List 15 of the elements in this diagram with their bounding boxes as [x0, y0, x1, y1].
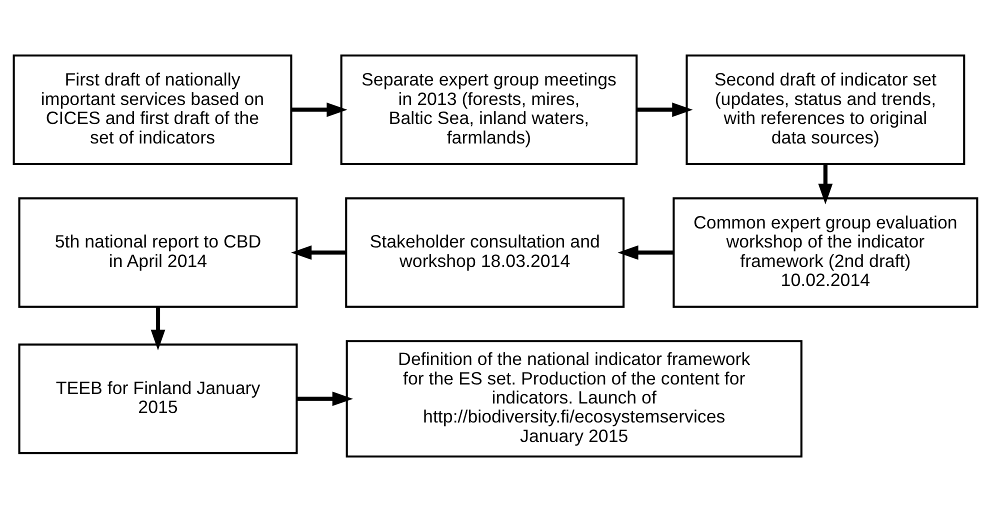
arrow: [292, 102, 348, 116]
arrow: [636, 102, 693, 116]
node-box: Separate expert group meetings in 2013 (forests, mires, Baltic Sea, inland waters, farmlands): [340, 54, 638, 165]
arrow: [818, 164, 833, 204]
node-box: 5th national report to CBD in April 2014: [18, 196, 298, 308]
arrow: [150, 306, 166, 350]
node-box: First draft of nationally important services based on CICES and first draft of the set of indicators: [12, 54, 292, 165]
node-box: TEEB for Finland January 2015: [18, 343, 298, 454]
node-box: Definition of the national indicator framework for the ES set. Production of the content for indicators. Launch of http://biodiversity.fi/ecosystemservices January 2015: [346, 340, 802, 458]
arrow: [296, 391, 354, 406]
node-box: Second draft of indicator set (updates, status and trends, with references to original data sources): [686, 54, 966, 165]
arrow: [618, 244, 674, 260]
node-box: Common expert group evaluation workshop of the indicator framework (2nd draft) 10.02.2014: [672, 196, 978, 308]
node-box: Stakeholder consultation and workshop 18.03.2014: [345, 196, 625, 308]
arrow: [290, 244, 346, 260]
